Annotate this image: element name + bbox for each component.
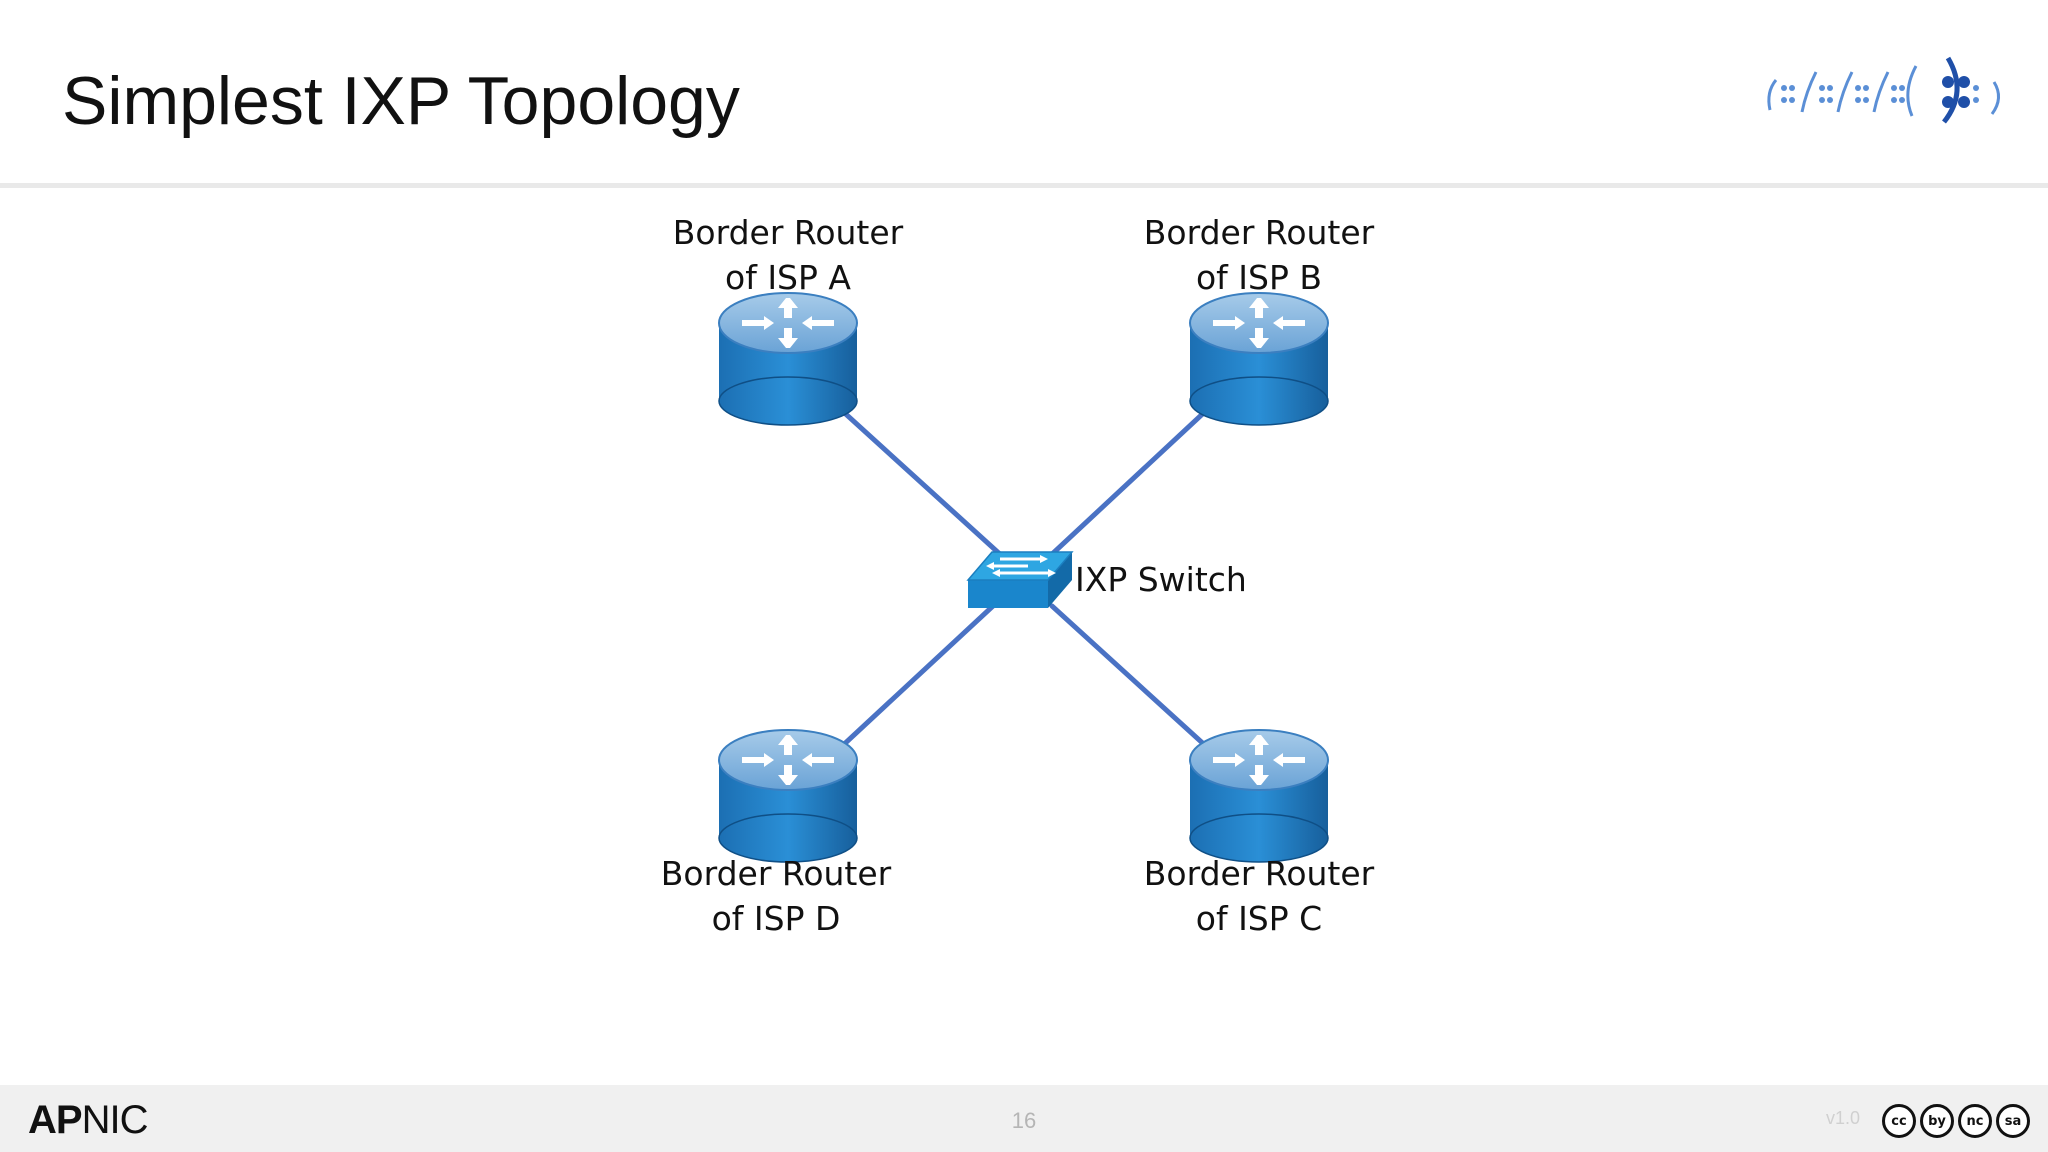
router-label-line2: of ISP C — [1195, 899, 1323, 938]
link-d-switch — [837, 603, 996, 751]
sa-icon: sa — [1996, 1104, 2030, 1138]
brand-bold: AP — [28, 1098, 83, 1142]
router-icon — [1189, 292, 1329, 426]
router-label-isp-b: Border Router of ISP B — [1099, 210, 1419, 300]
link-lines — [835, 404, 1213, 751]
router-label-isp-c: Border Router of ISP C — [1099, 851, 1419, 941]
router-label-line1: Border Router — [672, 213, 904, 252]
router-label-line1: Border Router — [1143, 854, 1375, 893]
router-label-line1: Border Router — [660, 854, 892, 893]
version-label: v1.0 — [1826, 1108, 1861, 1128]
page-number: 16 — [1011, 1108, 1037, 1133]
by-icon: by — [1920, 1104, 1954, 1138]
router-label-line1: Border Router — [1143, 213, 1375, 252]
nc-icon: nc — [1958, 1104, 1992, 1138]
router-icon — [1189, 729, 1329, 863]
switch-icon — [966, 551, 1074, 608]
slide-title: Simplest IXP Topology — [62, 63, 740, 139]
switch-label: IXP Switch — [1075, 560, 1247, 599]
link-a-switch — [835, 404, 1005, 559]
router-icon — [718, 729, 858, 863]
router-label-isp-d: Border Router of ISP D — [616, 851, 936, 941]
brand-rest: NIC — [81, 1098, 149, 1142]
router-label-line2: of ISP B — [1195, 258, 1322, 297]
apnic-logo: APNIC — [28, 1098, 149, 1143]
title-divider — [0, 183, 2048, 188]
link-b-switch — [1047, 404, 1213, 559]
link-c-switch — [1049, 603, 1211, 751]
router-label-line2: of ISP D — [711, 899, 841, 938]
footer-bar — [0, 1085, 2048, 1152]
license-badges: cc by nc sa — [1882, 1104, 2030, 1142]
cc-icon: cc — [1882, 1104, 1916, 1138]
ipv6-logo-icon — [1767, 56, 2000, 124]
router-icon — [718, 292, 858, 426]
router-label-line2: of ISP A — [725, 258, 851, 297]
router-label-isp-a: Border Router of ISP A — [628, 210, 948, 300]
